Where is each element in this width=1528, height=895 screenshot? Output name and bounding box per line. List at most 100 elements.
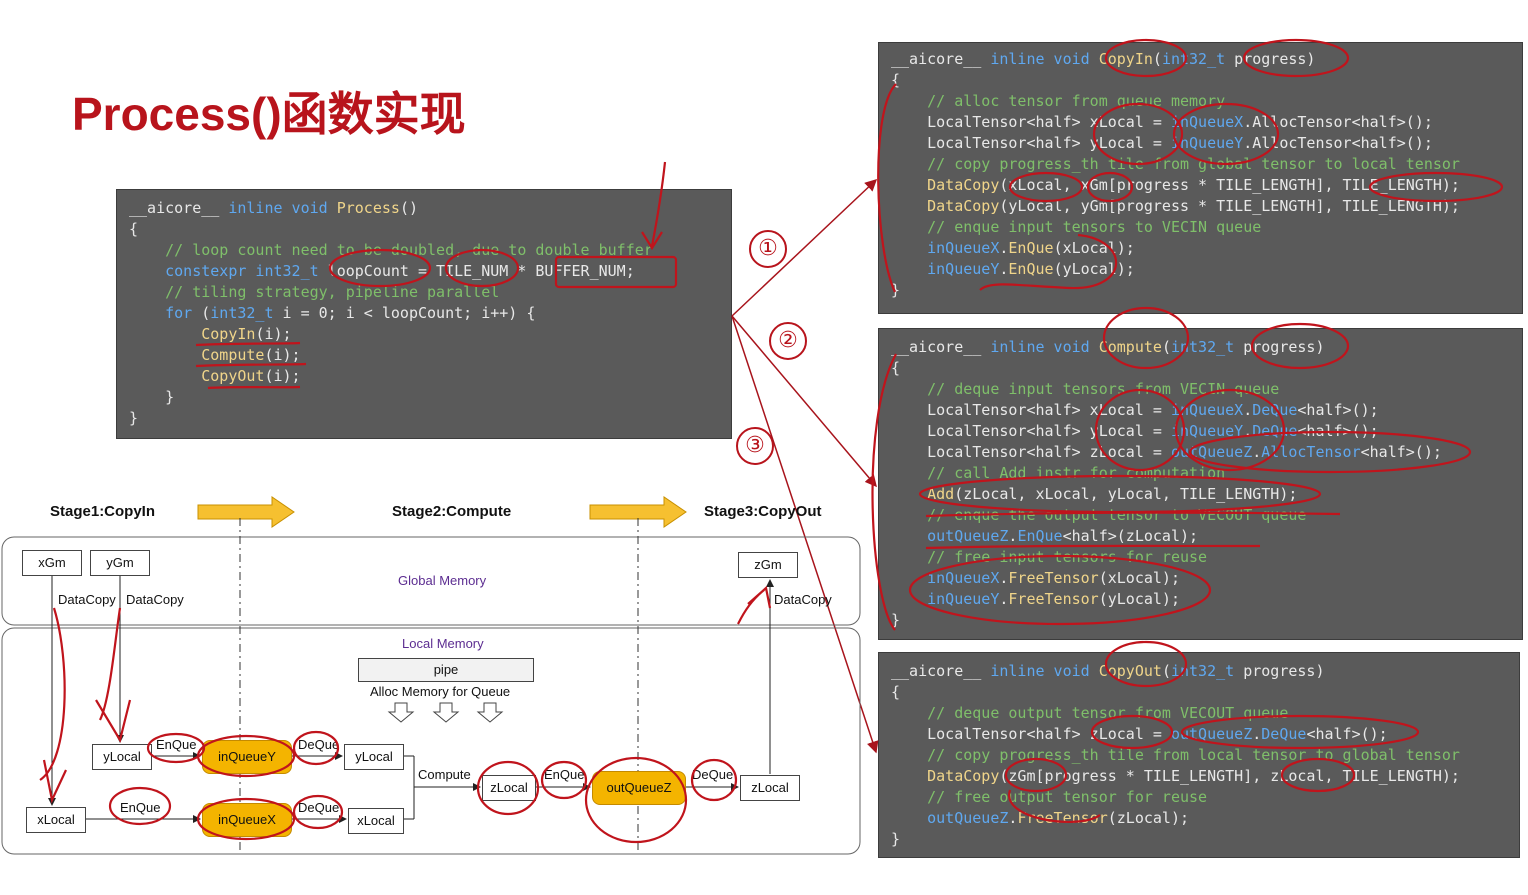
code-token: outQueueZ (891, 527, 1009, 545)
enque-x-label: EnQue (120, 800, 161, 815)
datacopy-y-label: DataCopy (126, 592, 184, 607)
stage-arrow-2 (589, 496, 687, 528)
annotation-diagram-enque-z (540, 760, 588, 800)
annotation-diagram-deque-z (690, 758, 738, 802)
stage2-label: Stage2:Compute (392, 503, 512, 520)
annotation-copyin-progress (1242, 38, 1350, 78)
code-token: // free output tensor for reuse (891, 788, 1208, 806)
code-token: inQueueX (891, 239, 1000, 257)
code-token: EnQue (1008, 260, 1054, 278)
code-token: <half>(zLocal); (1062, 527, 1199, 545)
code-token: (i); (255, 325, 292, 343)
code-line: } (129, 408, 138, 429)
datacopy-z-label: DataCopy (774, 592, 832, 607)
code-token: EnQue (1008, 239, 1054, 257)
code-token: // tiling strategy, pipeline parallel (129, 283, 500, 301)
code-token: outQueueZ (891, 809, 1009, 827)
code-line: } (891, 280, 900, 301)
pipe-down-arrow-2 (432, 702, 460, 723)
code-line: DataCopy(xLocal, xGm[progress * TILE_LEN… (891, 175, 1460, 196)
annotation-copyin-name (1104, 38, 1188, 78)
annotation-copyin-bracket (877, 83, 897, 293)
stage1-label: Stage1:CopyIn (50, 503, 156, 520)
code-line: CopyOut(i); (129, 366, 300, 387)
code-token: .AllocTensor<half>(); (1243, 113, 1433, 131)
code-line: for (int32_t i = 0; i < loopCount; i++) … (129, 303, 535, 324)
code-token: <half>(); (1306, 725, 1388, 743)
step-marker-3: ③ (736, 427, 774, 465)
annotation-diagram-enque-x (108, 786, 172, 826)
xgm-box: xGm (22, 550, 82, 576)
code-line: { (129, 219, 138, 240)
global-memory-label: Global Memory (398, 573, 487, 588)
datacopy-x-label: DataCopy (58, 592, 116, 607)
annotation-copyin-xgm (1086, 171, 1134, 203)
annotation-diagram-inqueuex (196, 797, 296, 841)
process-code-block: __aicore__ inline void Process(){ // loo… (116, 189, 732, 439)
code-token: constexpr int32_t (129, 262, 328, 280)
code-line: CopyIn(i); (129, 324, 292, 345)
code-token: . (999, 239, 1009, 257)
annotation-copyout-zlocal (1090, 714, 1174, 750)
ylocal-box-in: yLocal (92, 744, 152, 770)
code-line: Add(zLocal, xLocal, yLocal, TILE_LENGTH)… (891, 484, 1297, 505)
code-token: Process (336, 199, 400, 217)
code-token: EnQue (1017, 527, 1063, 545)
stage-arrow-1 (197, 496, 295, 528)
code-token: // enque input tensors to VECIN queue (891, 218, 1262, 236)
code-token: . (1243, 422, 1253, 440)
code-token: } (891, 281, 901, 299)
code-token: . (1243, 401, 1253, 419)
annotation-diagram-deque-y (292, 730, 340, 766)
alloc-memory-label: Alloc Memory for Queue (370, 684, 511, 699)
annotation-pointer-arrow (641, 161, 667, 251)
code-line: // enque input tensors to VECIN queue (891, 217, 1261, 238)
code-line: __aicore__ inline void CopyOut(int32_t p… (891, 661, 1325, 682)
code-token: CopyIn (1098, 50, 1153, 68)
code-token: () (399, 199, 418, 217)
arrow-to-compute (731, 315, 877, 488)
code-token: DataCopy (891, 197, 1000, 215)
annotation-copyin-datacopy-x (1008, 171, 1084, 203)
code-token: for (129, 304, 202, 322)
code-token: inline void (990, 662, 1099, 680)
code-line: } (129, 387, 174, 408)
annotation-buffer-num-box (554, 255, 678, 289)
code-token: } (891, 611, 901, 629)
code-line: inQueueX.FreeTensor(xLocal); (891, 568, 1180, 589)
code-token: .AllocTensor<half>(); (1243, 134, 1433, 152)
code-token: FreeTensor (1017, 809, 1108, 827)
pipe-down-arrow-1 (387, 702, 415, 723)
code-line: // deque input tensors from VECIN queue (891, 379, 1279, 400)
code-line: } (891, 829, 900, 850)
page-title: Process()函数实现 (72, 88, 466, 140)
annotation-compute-name (1102, 306, 1190, 370)
code-line: { (891, 358, 900, 379)
code-token: LocalTensor<half> yLocal = (891, 134, 1171, 152)
code-line: constexpr int32_t loopCount = TILE_NUM *… (129, 261, 635, 282)
code-token: ( (201, 304, 211, 322)
annotation-copyout-zlocal-arg (1280, 757, 1356, 793)
code-line: Compute(i); (129, 345, 300, 366)
code-line: LocalTensor<half> xLocal = inQueueX.DeQu… (891, 400, 1379, 421)
code-token: CopyOut (129, 367, 265, 385)
code-token: __aicore__ (891, 662, 991, 680)
code-line: // copy progress_th tile from global ten… (891, 154, 1460, 175)
step-marker-1: ① (749, 230, 787, 268)
code-token: LocalTensor<half> yLocal = (891, 422, 1171, 440)
code-token: DataCopy (891, 176, 1000, 194)
code-line: // tiling strategy, pipeline parallel (129, 282, 499, 303)
code-token: (zGm[progress * TILE_LENGTH], zLocal, TI… (999, 767, 1460, 785)
deque-z-label: DeQue (692, 767, 734, 782)
code-token: Add (891, 485, 955, 503)
enque-y-label: EnQue (156, 737, 197, 752)
code-token: ( (1161, 338, 1171, 356)
code-token: progress) (1225, 50, 1316, 68)
code-token: __aicore__ (129, 199, 229, 217)
code-token: <half>(); (1360, 443, 1442, 461)
code-token: // copy progress_th tile from local tens… (891, 746, 1460, 764)
code-token: (yLocal); (1053, 260, 1135, 278)
code-token: __aicore__ (891, 50, 991, 68)
ygm-box: yGm (90, 550, 150, 576)
code-line: outQueueZ.EnQue<half>(zLocal); (891, 526, 1198, 547)
